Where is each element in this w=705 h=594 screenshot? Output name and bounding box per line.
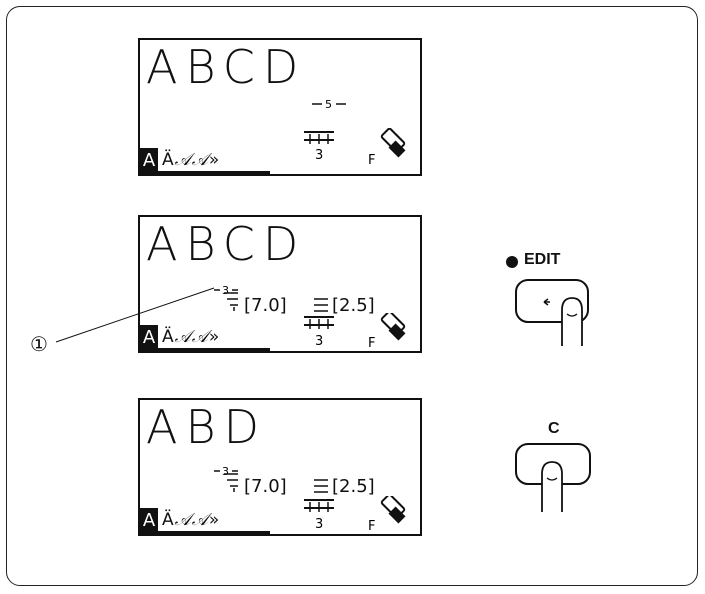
cursor-label: 3 (222, 284, 229, 297)
clear-button[interactable] (500, 438, 610, 518)
lcd-text: ABCD (146, 217, 307, 271)
clear-button-label: C (548, 420, 560, 437)
lcd-panel-2: ABCD 3 [7.0] [2.5] A Ä𝒜𝒜» 3 F (138, 215, 422, 353)
lcd-text: ABCD (146, 40, 307, 94)
mode-active: A (140, 508, 158, 534)
foot-label: F (368, 153, 375, 166)
cursor-marker: 3 (214, 284, 238, 297)
length-value: [2.5] (332, 295, 375, 316)
lcd-panel-3: ABD 3 [7.0] [2.5] A Ä𝒜𝒜» 3 F (138, 398, 422, 536)
cursor-marker: 3 (214, 465, 238, 478)
width-icon (224, 292, 238, 311)
mode-others: Ä𝒜𝒜» (162, 510, 221, 530)
length-icon (314, 298, 328, 312)
width-value: [7.0] (244, 295, 287, 316)
mode-active: A (140, 148, 158, 174)
stitch-icon: 3 (304, 316, 334, 349)
stitch-count: 3 (315, 517, 323, 532)
edit-indicator-dot (506, 256, 518, 268)
length-icon (314, 479, 328, 493)
edit-button-label: EDIT (524, 251, 561, 268)
presser-foot-icon: F (368, 128, 406, 166)
finger-pointer-icon (500, 274, 610, 354)
cursor-marker: 5 (312, 98, 346, 111)
font-mode-bar: A Ä𝒜𝒜» (140, 508, 270, 534)
width-value: [7.0] (244, 476, 287, 497)
stitch-count: 3 (315, 148, 323, 162)
callout-number: ① (30, 332, 48, 356)
mode-active: A (140, 325, 158, 351)
presser-foot-icon: F (368, 496, 406, 534)
edit-button[interactable] (500, 274, 610, 354)
stitch-icon: 3 (304, 499, 334, 532)
font-mode-bar: A Ä𝒜𝒜» (140, 148, 270, 174)
stitch-count: 3 (315, 334, 323, 349)
width-icon (224, 473, 238, 492)
cursor-label: 3 (222, 465, 229, 478)
foot-label: F (368, 519, 375, 534)
mode-others: Ä𝒜𝒜» (162, 327, 221, 347)
presser-foot-icon: F (368, 313, 406, 351)
stitch-icon: 3 (304, 131, 334, 162)
length-value: [2.5] (332, 476, 375, 497)
outer-frame (6, 6, 698, 586)
foot-label: F (368, 336, 375, 351)
font-mode-bar: A Ä𝒜𝒜» (140, 325, 270, 351)
cursor-label: 5 (325, 98, 332, 111)
lcd-panel-1: ABCD 5 A Ä𝒜𝒜» 3 F (138, 38, 422, 176)
mode-others: Ä𝒜𝒜» (162, 150, 221, 170)
lcd-text: ABD (146, 400, 268, 454)
